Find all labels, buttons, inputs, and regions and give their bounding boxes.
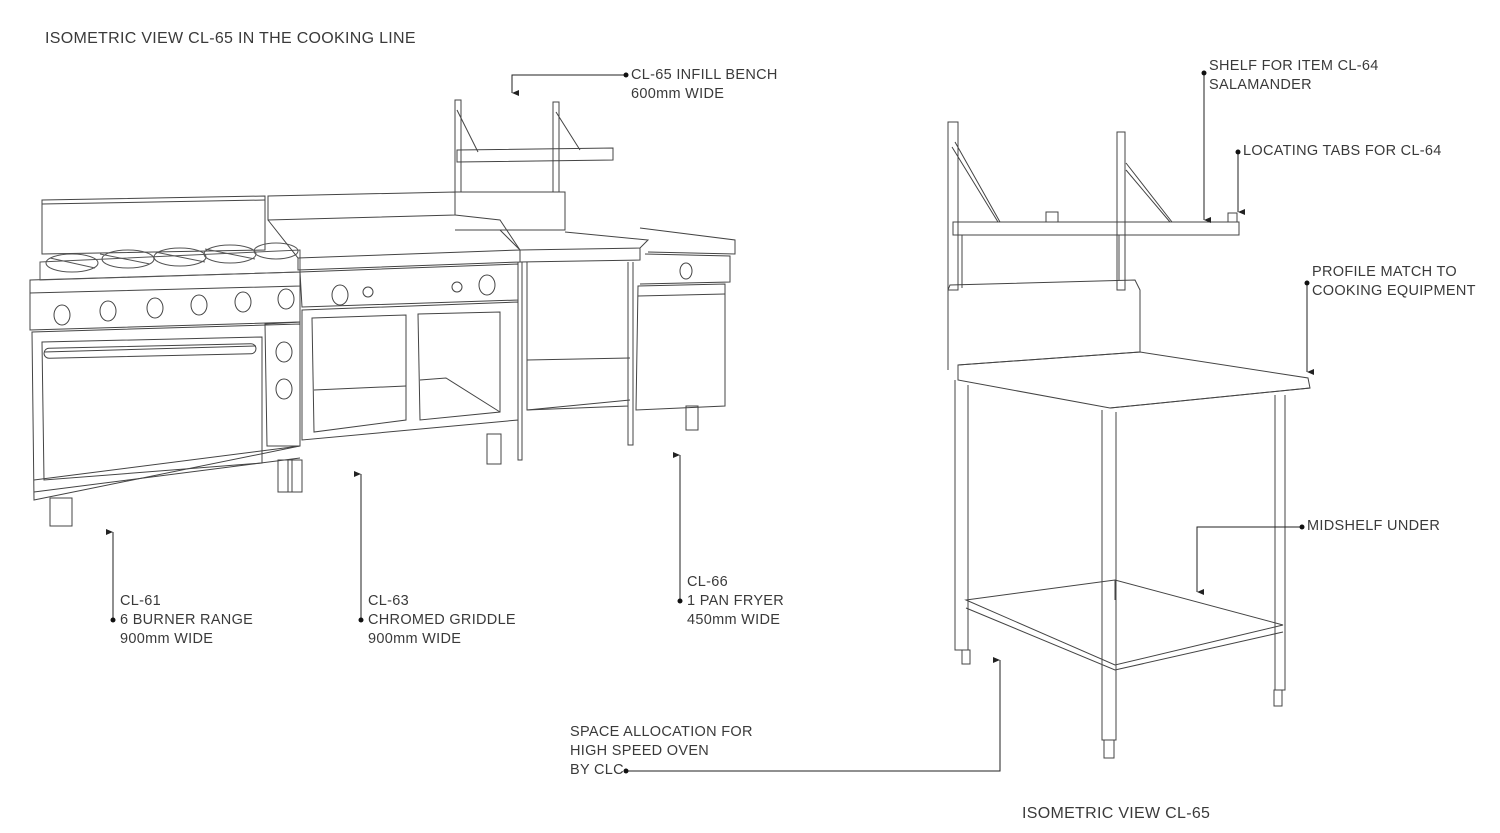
cl65-isometric-drawing: [947, 121, 1311, 759]
callout-line: CL-61: [120, 593, 161, 609]
callout-line: BY CLC: [570, 762, 624, 778]
callout-line: CHROMED GRIDDLE: [368, 612, 516, 628]
callout-line: 900mm WIDE: [120, 631, 214, 647]
callout-line: SALAMANDER: [1209, 77, 1312, 93]
callout-line: 600mm WIDE: [631, 86, 725, 102]
burner-range-drawing: [29, 195, 303, 527]
callout-line: CL-63: [368, 593, 409, 609]
callout-line: CL-66: [687, 574, 728, 590]
callout-line: 450mm WIDE: [687, 612, 781, 628]
isometric-view-title: ISOMETRIC VIEW CL-65: [1022, 805, 1211, 822]
callout-line: 1 PAN FRYER: [687, 593, 785, 609]
callout-line: 900mm WIDE: [368, 631, 462, 647]
locating-tabs-callout: LOCATING TABS FOR CL-64: [1243, 142, 1442, 161]
fryer-callout: CL-66 1 PAN FRYER 450mm WIDE: [687, 573, 784, 630]
fryer-drawing: [635, 227, 736, 431]
leader-dots: [110, 70, 1310, 774]
cooking-line-title: ISOMETRIC VIEW CL-65 IN THE COOKING LINE: [45, 30, 416, 47]
callout-line: PROFILE MATCH TO: [1312, 264, 1457, 280]
griddle-drawing: [267, 191, 521, 465]
cooking-line-drawing: [29, 99, 736, 527]
callout-line: HIGH SPEED OVEN: [570, 743, 710, 759]
infill-bench-in-line-drawing: [454, 99, 650, 461]
range-callout: CL-61 6 BURNER RANGE 900mm WIDE: [120, 592, 253, 649]
infill-bench-callout: CL-65 INFILL BENCH 600mm WIDE: [631, 66, 778, 104]
oven-space-callout: SPACE ALLOCATION FOR HIGH SPEED OVEN BY …: [570, 723, 753, 780]
callout-line: 6 BURNER RANGE: [120, 612, 254, 628]
leader-lines: [106, 73, 1314, 772]
callout-line: SPACE ALLOCATION FOR: [570, 724, 753, 740]
midshelf-callout: MIDSHELF UNDER: [1307, 517, 1440, 536]
callout-line: CL-65 INFILL BENCH: [631, 67, 778, 83]
callout-line: SHELF FOR ITEM CL-64: [1209, 58, 1379, 74]
callout-line: MIDSHELF UNDER: [1307, 518, 1441, 534]
callout-line: LOCATING TABS FOR CL-64: [1243, 143, 1442, 159]
shelf-callout: SHELF FOR ITEM CL-64 SALAMANDER: [1209, 57, 1379, 95]
griddle-callout: CL-63 CHROMED GRIDDLE 900mm WIDE: [368, 592, 516, 649]
profile-match-callout: PROFILE MATCH TO COOKING EQUIPMENT: [1312, 263, 1476, 301]
callout-line: COOKING EQUIPMENT: [1312, 283, 1476, 299]
